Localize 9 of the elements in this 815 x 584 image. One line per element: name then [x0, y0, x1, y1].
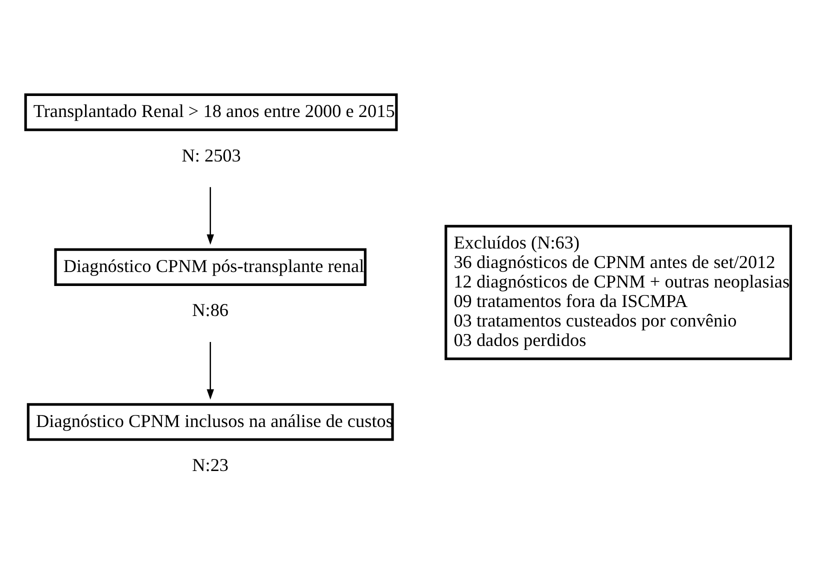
- node-label: N:86: [192, 300, 229, 320]
- node-box: Transplantado Renal > 18 anos entre 2000 e 2015: [24, 92, 398, 131]
- arrow: [206, 186, 214, 244]
- node-box: Diagnóstico CPNM inclusos na análise de custos: [26, 402, 394, 440]
- arrow: [206, 341, 214, 400]
- node-box: Diagnóstico CPNM pós-transplante renal: [54, 248, 366, 286]
- node-label: N: 2503: [182, 144, 241, 165]
- node-box: Excluídos (N:63) 36 diagnósticos de CPNM antes de set/2012 12 diagnósticos de CPNM + outras neoplasias 09 tratamentos fora da ISCMPA 03 tratamentos custeados por convênio 03 dados perdidos: [444, 224, 792, 360]
- node-label: N:23: [192, 454, 229, 475]
